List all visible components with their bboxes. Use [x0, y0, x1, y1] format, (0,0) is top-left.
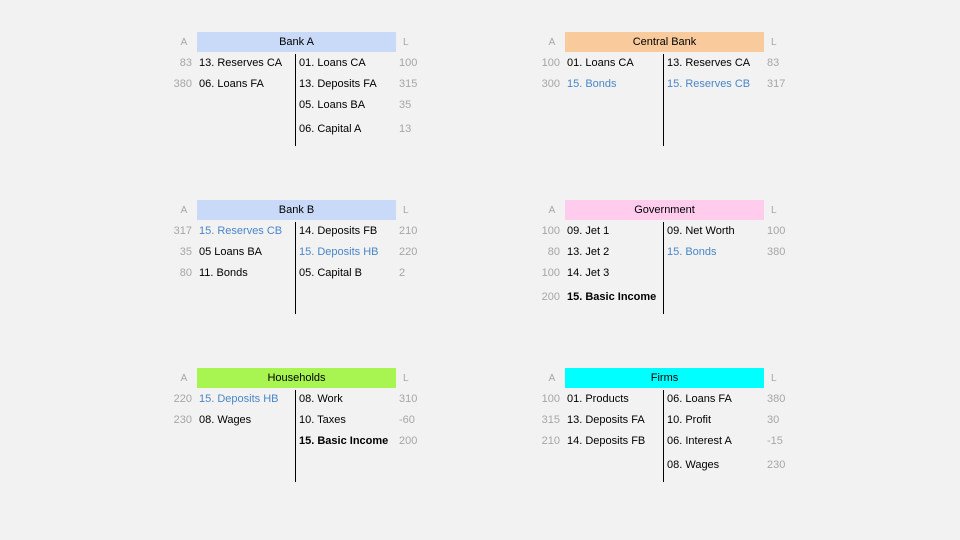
t-account-divider: [295, 54, 296, 146]
liabilities-header: L: [771, 205, 777, 216]
liability-name: 09. Net Worth: [667, 225, 735, 237]
asset-value: 300: [541, 78, 560, 90]
asset-value: 380: [173, 78, 192, 90]
liability-name: 06. Interest A: [667, 435, 732, 447]
t-account-divider: [295, 390, 296, 482]
asset-name: 14. Deposits FB: [567, 435, 646, 447]
asset-name: 13. Reserves CA: [199, 57, 283, 69]
asset-value: 200: [541, 291, 560, 303]
account-title: Bank A: [197, 32, 396, 52]
asset-value: 210: [541, 435, 560, 447]
liability-value: 317: [767, 78, 786, 90]
account-title: Households: [197, 368, 396, 388]
liability-value: 380: [767, 393, 786, 405]
liability-name: 13. Reserves CA: [667, 57, 751, 69]
assets-header: A: [180, 373, 188, 384]
liability-name: 10. Taxes: [299, 414, 346, 426]
t-account-divider: [663, 390, 664, 482]
account-bank-a: A Bank A L 83 13. Reserves CA 380 06. Loans FA…: [174, 32, 464, 182]
assets-header: A: [180, 37, 188, 48]
asset-name: 15. Bonds: [567, 78, 617, 90]
asset-value: 83: [179, 57, 192, 69]
asset-value: 317: [173, 225, 192, 237]
asset-value: 100: [541, 225, 560, 237]
liability-value: 13: [399, 123, 412, 135]
asset-value: 100: [541, 393, 560, 405]
liability-value: 220: [399, 246, 418, 258]
asset-name: 05 Loans BA: [199, 246, 262, 258]
liability-name: 08. Work: [299, 393, 343, 405]
liability-value: 100: [399, 57, 418, 69]
assets-header: A: [548, 205, 556, 216]
asset-name: 06. Loans FA: [199, 78, 264, 90]
asset-value: 35: [179, 246, 192, 258]
asset-value: 80: [547, 246, 560, 258]
asset-value: 315: [541, 414, 560, 426]
liability-name: 10. Profit: [667, 414, 712, 426]
liability-name: 15. Deposits HB: [299, 246, 379, 258]
asset-name: 15. Deposits HB: [199, 393, 279, 405]
account-households: A Households L 220 15. Deposits HB 230 08. Wag…: [174, 368, 464, 518]
liability-name: 05. Capital B: [299, 267, 362, 279]
liability-value: 2: [399, 267, 406, 279]
asset-value: 230: [173, 414, 192, 426]
account-title: Government: [565, 200, 764, 220]
liability-name: 15. Bonds: [667, 246, 717, 258]
liability-value: 315: [399, 78, 418, 90]
liabilities-header: L: [403, 205, 409, 216]
liability-name: 13. Deposits FA: [299, 78, 377, 90]
asset-name: 11. Bonds: [199, 267, 248, 279]
liability-name: 14. Deposits FB: [299, 225, 378, 237]
liabilities-header: L: [403, 37, 409, 48]
liabilities-header: L: [771, 37, 777, 48]
liability-value: -15: [767, 435, 783, 447]
liability-name: 06. Loans FA: [667, 393, 732, 405]
asset-name: 01. Products: [567, 393, 629, 405]
liability-value: 30: [767, 414, 780, 426]
liability-value: 35: [399, 99, 412, 111]
t-account-divider: [295, 222, 296, 314]
liability-value: 200: [399, 435, 418, 447]
account-government: A Government L 100 09. Jet 1 80 13. Jet 2 100 14…: [542, 200, 832, 350]
asset-name: 08. Wages: [199, 414, 252, 426]
liability-name: 08. Wages: [667, 459, 720, 471]
liability-value: 310: [399, 393, 418, 405]
liabilities-header: L: [403, 373, 409, 384]
liability-name: 06. Capital A: [299, 123, 362, 135]
assets-header: A: [548, 373, 556, 384]
asset-name: 13. Deposits FA: [567, 414, 645, 426]
liability-name: 05. Loans BA: [299, 99, 366, 111]
account-bank-b: A Bank B L 317 15. Reserves CB 35 05 Loans BA 8…: [174, 200, 464, 350]
assets-header: A: [180, 205, 188, 216]
asset-value: 80: [179, 267, 192, 279]
account-title: Firms: [565, 368, 764, 388]
account-title: Bank B: [197, 200, 396, 220]
liability-name: 15. Basic Income: [299, 435, 389, 447]
liability-name: 15. Reserves CB: [667, 78, 751, 90]
account-title: Central Bank: [565, 32, 764, 52]
liability-value: -60: [399, 414, 415, 426]
asset-name: 15. Reserves CB: [199, 225, 283, 237]
assets-header: A: [548, 37, 556, 48]
liabilities-header: L: [771, 373, 777, 384]
asset-name: 15. Basic Income: [567, 291, 657, 303]
asset-name: 01. Loans CA: [567, 57, 634, 69]
asset-name: 13. Jet 2: [567, 246, 610, 258]
liability-value: 100: [767, 225, 786, 237]
asset-name: 14. Jet 3: [567, 267, 610, 279]
asset-value: 100: [541, 267, 560, 279]
account-central-bank: A Central Bank L 100 01. Loans CA 300 15. Bond…: [542, 32, 832, 182]
liability-value: 230: [767, 459, 786, 471]
account-firms: A Firms L 100 01. Products 315 13. Deposits FA…: [542, 368, 832, 518]
liability-value: 380: [767, 246, 786, 258]
t-account-divider: [663, 54, 664, 146]
asset-value: 100: [541, 57, 560, 69]
liability-value: 83: [767, 57, 780, 69]
liability-value: 210: [399, 225, 418, 237]
asset-value: 220: [173, 393, 192, 405]
liability-name: 01. Loans CA: [299, 57, 366, 69]
asset-name: 09. Jet 1: [567, 225, 610, 237]
t-account-divider: [663, 222, 664, 314]
